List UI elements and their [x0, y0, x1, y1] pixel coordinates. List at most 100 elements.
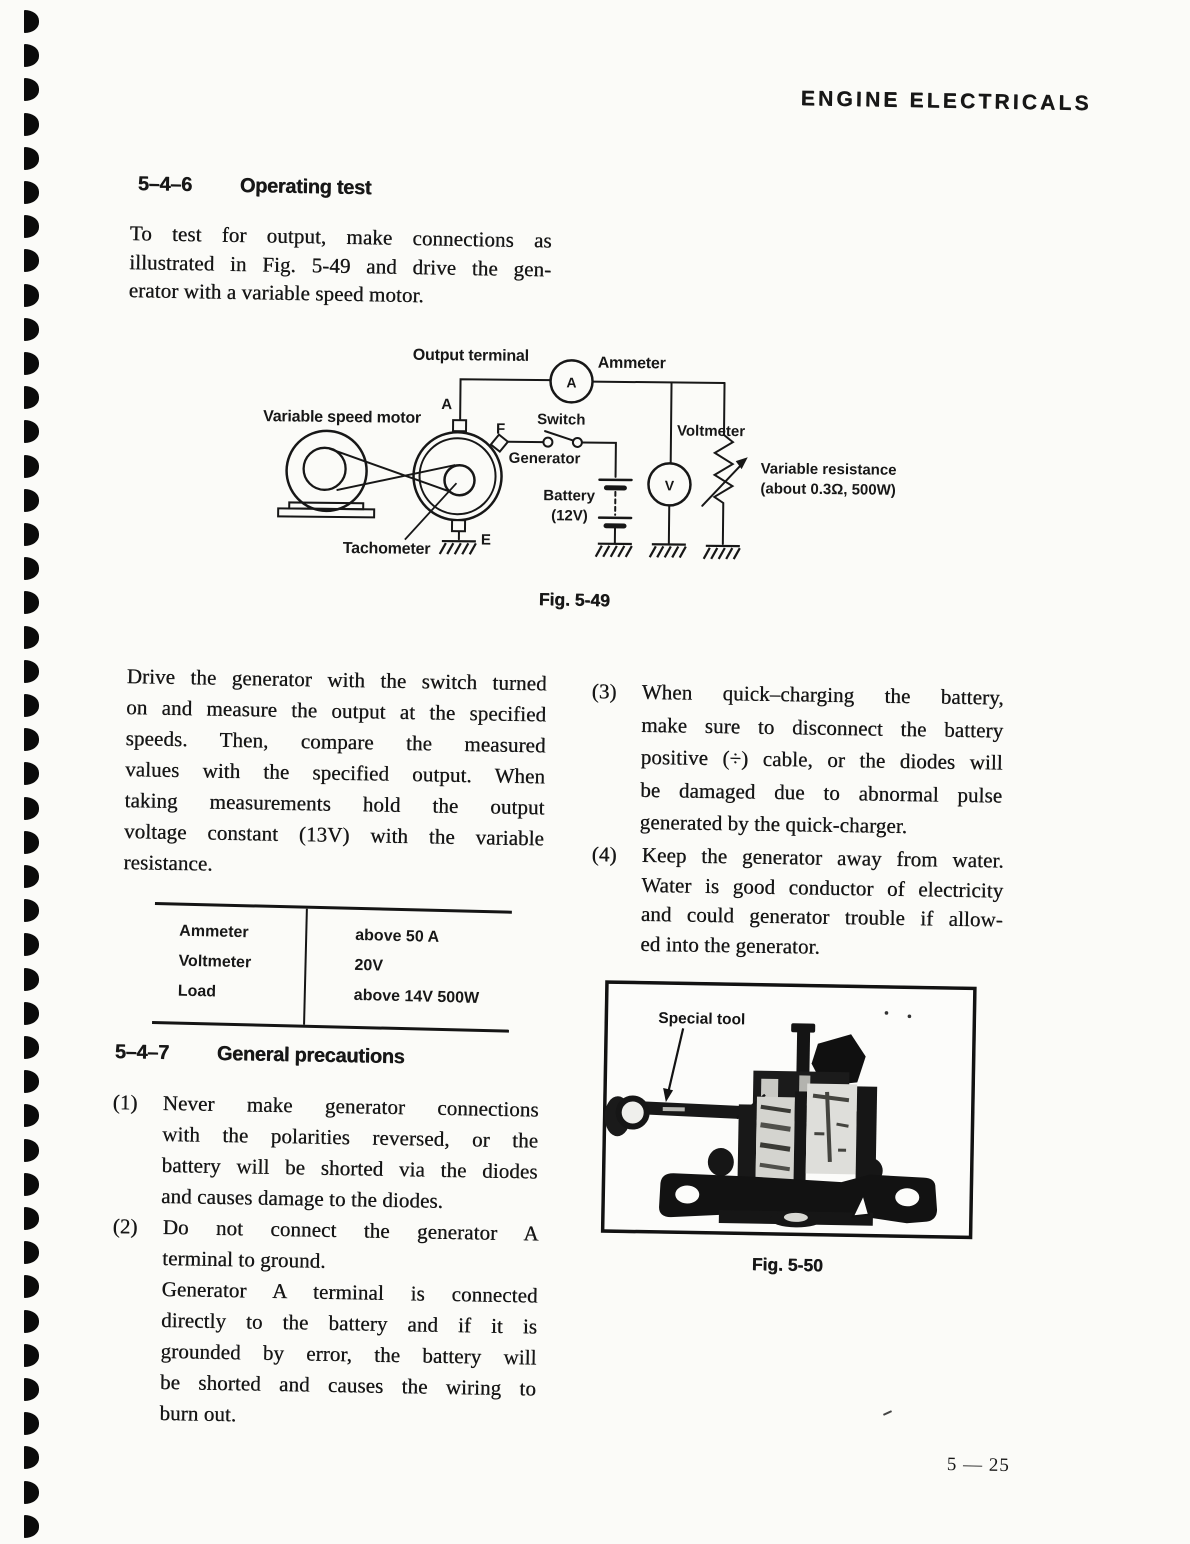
binding-hole — [24, 625, 39, 649]
fig-5-50-photo: Special tool — [600, 980, 977, 1240]
binding-hole — [24, 1446, 39, 1470]
label-terminal-a: A — [441, 396, 452, 413]
binding-hole — [24, 1104, 39, 1128]
text-line: When quick–charging the battery, — [641, 679, 1004, 710]
spec-label: Load — [177, 982, 217, 1001]
binding-hole — [24, 659, 39, 683]
speck — [884, 1011, 889, 1015]
section-547-title: General precautions — [216, 1042, 405, 1069]
circuit-wires — [457, 378, 745, 545]
binding-hole — [24, 420, 39, 444]
binding-hole — [24, 557, 39, 581]
binding-hole — [24, 1412, 39, 1436]
page-header: ENGINE ELECTRICALS — [800, 87, 1092, 116]
terminal-f-stub — [489, 433, 510, 454]
text-line: burn out. — [159, 1400, 237, 1427]
binding-hole — [24, 112, 39, 136]
binding-hole — [24, 1480, 39, 1504]
label-terminal-e: E — [481, 531, 491, 548]
binding-hole — [24, 283, 39, 307]
solenoid-assembly — [659, 1023, 938, 1228]
binding-hole — [24, 796, 39, 820]
binding-hole — [24, 352, 39, 375]
text-line: ed into the generator. — [640, 931, 821, 959]
binding-hole — [24, 78, 39, 102]
binding-hole — [24, 249, 39, 273]
binding-hole — [24, 762, 39, 786]
section-547-heading: 5–4–7 General precautions — [115, 1041, 405, 1069]
item-text: When quick–charging the battery,make sur… — [639, 676, 1004, 844]
ground-generator — [438, 539, 477, 556]
binding-hole — [24, 10, 39, 33]
binding-hole — [24, 1309, 39, 1333]
section-546-number: 5–4–6 — [137, 173, 193, 196]
binding-hole — [24, 1343, 39, 1367]
binding-hole — [24, 1138, 39, 1162]
binding-hole — [24, 967, 39, 991]
speck — [907, 1014, 912, 1019]
switch-contact-left — [542, 436, 554, 448]
variable-speed-motor-drawing — [277, 429, 376, 519]
binding-hole — [24, 523, 39, 546]
terminal-a-stub — [452, 419, 468, 433]
resistance-arrow — [701, 461, 745, 507]
text-line: generated by the quick-charger. — [639, 809, 908, 838]
special-tool-arrow — [663, 1028, 685, 1103]
stray-scan-mark — [882, 1410, 893, 1416]
section-546-title: Operating test — [239, 174, 372, 200]
binding-hole — [24, 1070, 39, 1094]
switch-lever — [544, 430, 574, 442]
binding-hole — [24, 728, 39, 752]
binding-hole — [24, 1241, 39, 1265]
binding-hole — [24, 215, 39, 239]
switch-contact-right — [571, 436, 583, 448]
special-tool-label: Special tool — [658, 1010, 745, 1029]
item-text: Keep the generator away from water.Water… — [640, 841, 1004, 965]
voltmeter-symbol — [647, 462, 692, 507]
ground-voltmeter — [648, 543, 687, 559]
binding-hole — [24, 933, 39, 957]
binding-hole — [24, 591, 39, 615]
label-variable-speed-motor: Variable speed motor — [263, 408, 421, 427]
binding-hole — [24, 1036, 39, 1059]
item-number: (4) — [591, 841, 617, 867]
label-battery-voltage: (12V) — [551, 507, 588, 524]
item-number: (2) — [112, 1213, 138, 1239]
label-terminal-f: F — [496, 421, 505, 438]
spec-label: Ammeter — [179, 922, 249, 942]
spec-value: above 14V 500W — [353, 986, 480, 1007]
ammeter-letter: A — [566, 374, 576, 390]
text-line: positive (÷) cable, or the diodes will — [640, 744, 1003, 775]
label-generator: Generator — [509, 450, 581, 468]
binding-hole — [24, 454, 39, 478]
item-number: (1) — [112, 1089, 138, 1115]
terminal-e-stub — [450, 519, 467, 533]
binding-hole — [24, 1275, 39, 1299]
voltmeter-letter: V — [665, 477, 675, 493]
binding-hole — [24, 1514, 39, 1538]
label-tachometer: Tachometer — [343, 540, 431, 558]
binding-hole — [24, 44, 39, 68]
label-ammeter: Ammeter — [598, 355, 666, 373]
ground-resistance — [702, 544, 741, 561]
binding-hole — [24, 830, 39, 854]
binding-hole — [24, 1378, 39, 1401]
fig-5-50-caption: Fig. 5-50 — [751, 1254, 823, 1276]
binding-hole — [24, 1172, 39, 1196]
precaution-item-3: (3) When quick–charging the battery,make… — [589, 675, 1005, 844]
binding-hole — [24, 146, 39, 170]
spec-label: Voltmeter — [178, 952, 252, 972]
precaution-item-4: (4) Keep the generator away from water.W… — [590, 840, 1005, 964]
ammeter-symbol — [549, 359, 594, 404]
ground-battery — [594, 542, 633, 559]
fig-5-49-circuit-diagram: A V Output terminal Ammeter Variable spe… — [263, 347, 897, 561]
fig-5-49-caption: Fig. 5-49 — [538, 589, 610, 611]
